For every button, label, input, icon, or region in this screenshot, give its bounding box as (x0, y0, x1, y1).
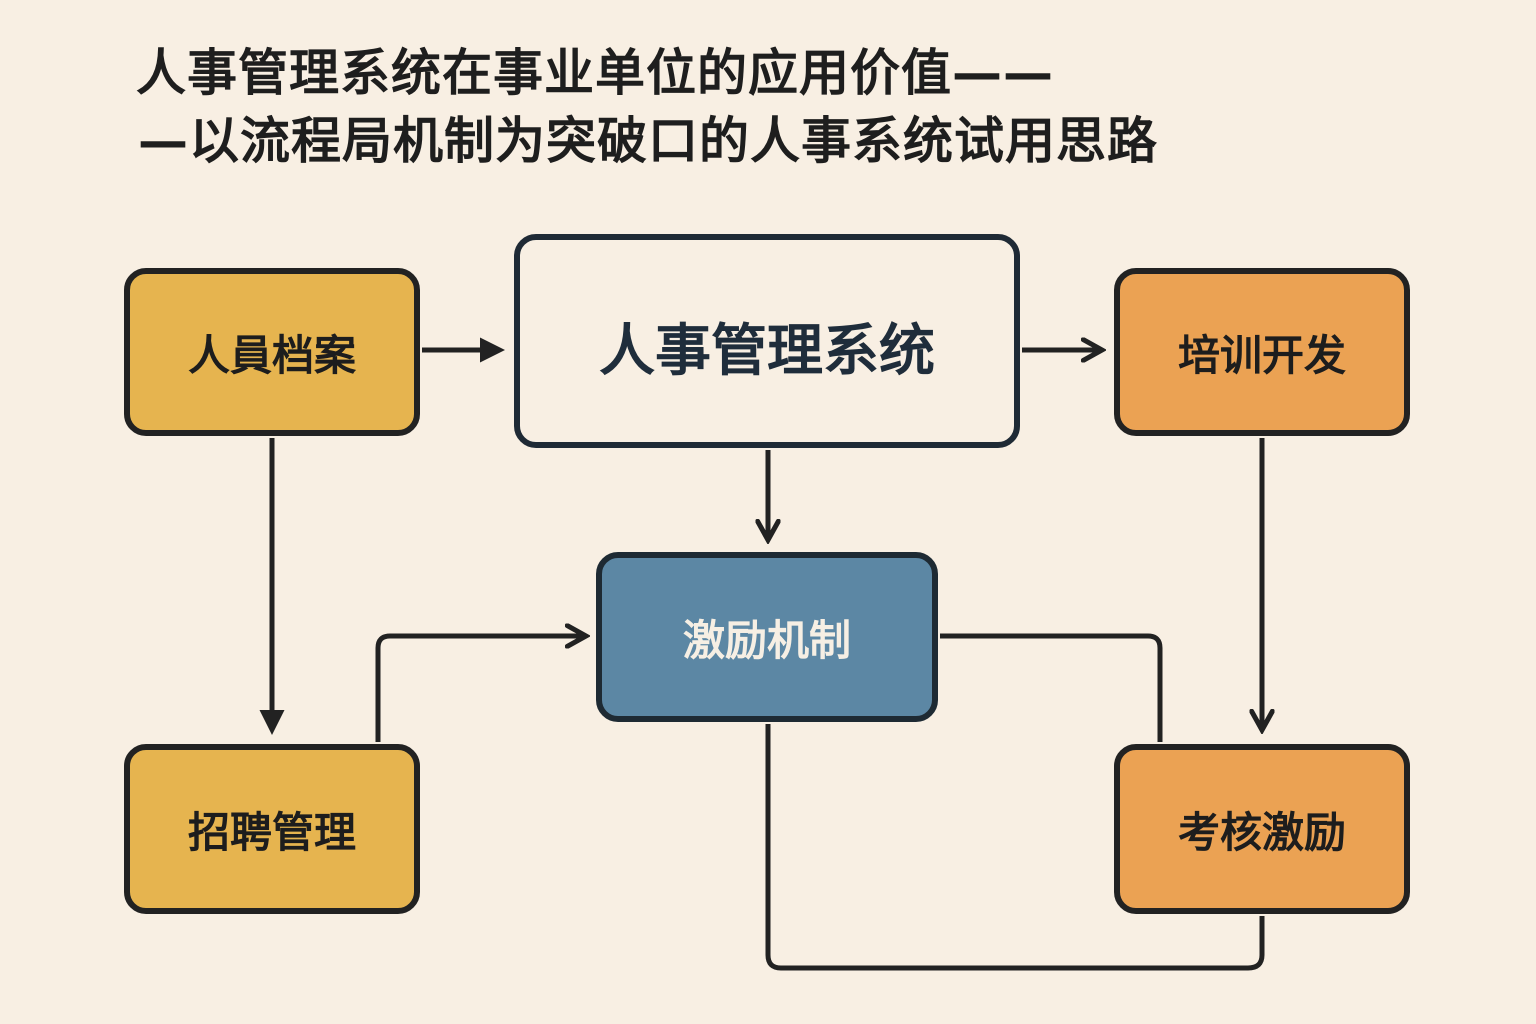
node-label: 人員档案 (187, 330, 356, 380)
edge-recruit-to-incentive (375, 636, 586, 742)
node-label: 培训开发 (1177, 330, 1346, 380)
node-recruitment: 招聘管理 (124, 744, 420, 914)
node-personnel-files: 人員档案 (124, 268, 420, 436)
edge-incentive-to-appraisal (940, 633, 1163, 742)
node-incentive-mechanism: 激励机制 (596, 552, 938, 722)
node-label: 考核激励 (1177, 807, 1346, 857)
title-line-1: 人事管理系统在事业单位的应用价值—— (136, 44, 1054, 102)
node-label: 人事管理系统 (599, 319, 935, 384)
node-training: 培训开发 (1114, 268, 1410, 436)
node-hr-system: 人事管理系统 (514, 234, 1020, 448)
title-line-2: —以流程局机制为突破口的人事系统试用思路 (138, 112, 1158, 170)
node-label: 激励机制 (682, 615, 851, 665)
node-label: 招聘管理 (187, 807, 356, 857)
edge-incentive-loop-appraisal (765, 724, 1265, 971)
node-appraisal: 考核激励 (1114, 744, 1410, 914)
